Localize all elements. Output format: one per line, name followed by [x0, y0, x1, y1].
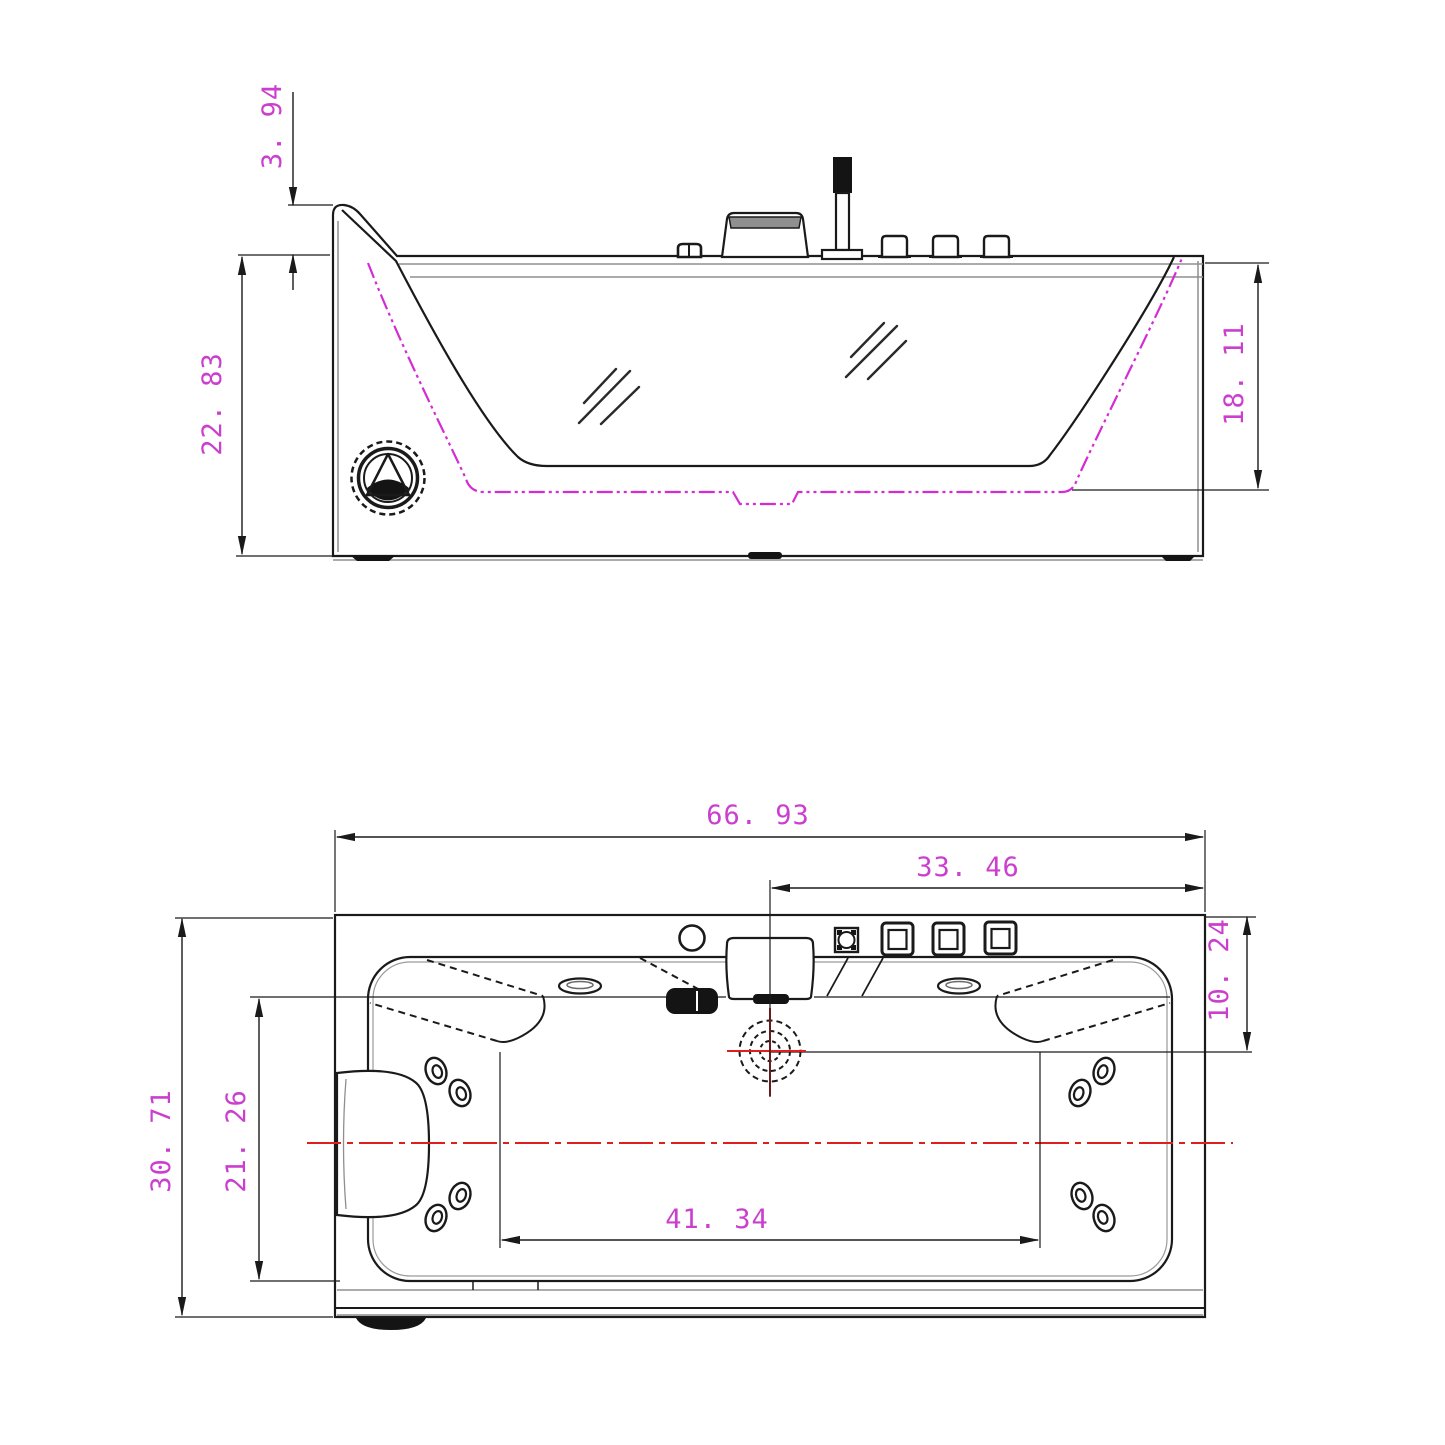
hand-shower-head	[833, 157, 852, 193]
dim-label-overall-height: 22. 83	[197, 352, 228, 456]
tub-foot-center	[748, 552, 782, 559]
pump-badge	[350, 440, 426, 516]
glass-reflection-right	[844, 321, 908, 381]
suction-corner	[851, 930, 856, 935]
deck-knob	[931, 234, 960, 259]
deck-knob-row	[878, 234, 1013, 259]
dim-label-floor-length: 41. 34	[665, 1204, 769, 1235]
seat-edge-dashed	[996, 959, 1114, 997]
seat-edge-dashed	[1042, 1002, 1171, 1042]
hand-shower-shaft	[834, 191, 851, 252]
seat-edge-dashed	[369, 1002, 498, 1042]
suction-corner	[851, 945, 856, 950]
jet	[1092, 1056, 1116, 1086]
dim-label-inner-width: 21. 26	[221, 1089, 252, 1193]
front-elevation-view: 3. 94 22. 83 18. 11	[197, 83, 1269, 561]
square-button-inner	[887, 928, 908, 951]
corner-seat-top-right	[994, 959, 1171, 1043]
control-panel-top-band	[728, 216, 802, 229]
step-slash	[826, 957, 849, 997]
dim-label-overall-width: 30. 71	[146, 1089, 177, 1193]
pump-badge-triangle	[365, 452, 411, 497]
dim-floor-length: 41. 34	[499, 1052, 1041, 1248]
square-button-inner	[990, 927, 1011, 950]
plan-foot	[356, 1318, 426, 1330]
deck-oval-jet-right	[936, 977, 982, 995]
jet	[448, 1078, 472, 1108]
square-button-inner	[938, 928, 959, 951]
inner-shell-contour	[366, 257, 1184, 506]
suction-knob-circle	[837, 931, 856, 949]
hand-shower-base	[820, 248, 864, 261]
suction-knob	[833, 926, 860, 954]
jet	[424, 1056, 448, 1086]
jet	[1092, 1203, 1116, 1233]
seat-corner-curve	[496, 995, 546, 1043]
dim-label-center-to-end: 33. 46	[916, 852, 1020, 883]
glass-slash	[844, 324, 899, 379]
square-button-row	[880, 920, 1018, 957]
glass-slash	[599, 385, 641, 426]
seat-edge-dashed	[426, 959, 544, 997]
dim-label-backrest-height: 3. 94	[257, 83, 288, 169]
glass-slash	[866, 339, 908, 381]
suction-corner	[837, 930, 842, 935]
jet	[1068, 1078, 1092, 1108]
top-plan-view: 66. 93 33. 46 10. 24 30. 71 21. 26	[146, 800, 1256, 1330]
dim-inner-depth: 18. 11	[1072, 262, 1269, 491]
waterfall-pillow-tab	[753, 994, 789, 1004]
glass-slash	[577, 369, 632, 425]
tub-foot-left	[350, 555, 396, 561]
pump-badge-ring	[356, 446, 420, 510]
jet	[1070, 1181, 1094, 1211]
round-knob	[678, 924, 706, 952]
dim-backrest-height: 3. 94	[238, 83, 333, 290]
tub-outer-shell	[331, 203, 1205, 558]
dim-label-inner-depth: 18. 11	[1219, 322, 1250, 426]
glass-reflection-left	[577, 367, 641, 426]
corner-seat-top-left	[369, 959, 546, 1043]
glass-slash	[582, 367, 618, 405]
tub-foot-right	[1160, 555, 1196, 561]
spout-black	[666, 988, 718, 1014]
oval-jet-inner	[945, 980, 973, 990]
dim-overall-length: 66. 93	[334, 800, 1206, 912]
dim-drain-from-edge: 10. 24	[1204, 915, 1256, 1052]
dim-center-to-end: 33. 46	[770, 852, 1205, 893]
jet	[448, 1181, 472, 1211]
glass-slash	[849, 321, 886, 359]
wall-jets	[424, 1056, 1116, 1233]
jet	[424, 1203, 448, 1233]
basin-inner-wall	[341, 209, 1175, 468]
deck-knob	[982, 234, 1011, 259]
dim-label-drain-from-edge: 10. 24	[1204, 918, 1235, 1022]
deck-knob	[880, 234, 909, 259]
seat-corner-curve	[994, 995, 1044, 1043]
head-pillow-inner-line	[342, 1078, 347, 1210]
dim-label-overall-length: 66. 93	[706, 800, 810, 831]
pump-badge-outer-dashed-ring	[350, 440, 426, 516]
suction-corner	[837, 945, 842, 950]
dim-inner-width: 21. 26	[221, 996, 370, 1282]
hand-shower-wand	[820, 157, 864, 261]
dim-overall-width: 30. 71	[146, 917, 333, 1318]
dim-overall-height: 22. 83	[197, 255, 332, 557]
oval-jet-inner	[566, 980, 594, 990]
step-slash	[861, 957, 884, 997]
deck-oval-jet-left	[557, 977, 603, 995]
